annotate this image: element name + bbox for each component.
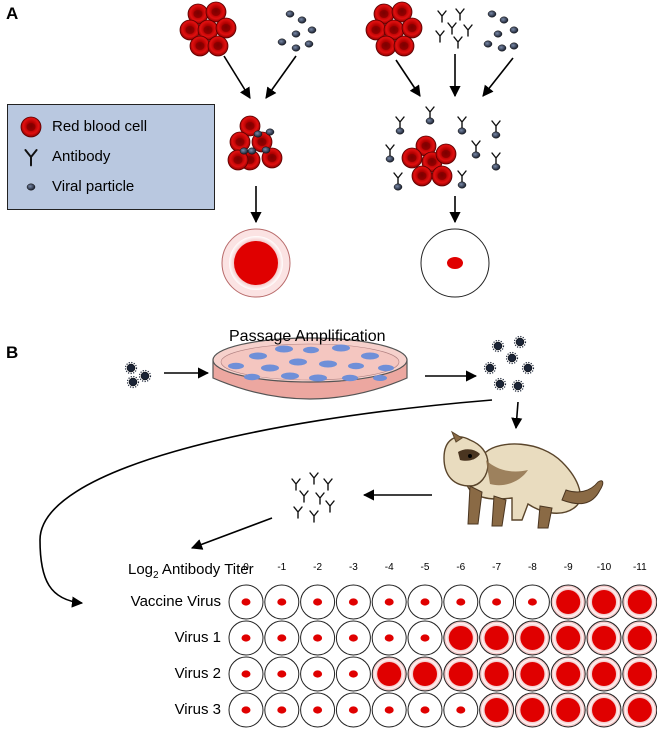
well-button	[300, 656, 336, 692]
well-agglutinated	[622, 656, 657, 692]
passage-amplification-title: Passage Amplification	[229, 328, 386, 345]
well-agglutinated	[479, 692, 515, 728]
well-agglutinated	[550, 584, 586, 620]
well-agglutinated	[586, 620, 622, 656]
well-agglutinated	[514, 656, 550, 692]
well-agglutination-a	[221, 228, 291, 298]
well-button	[228, 620, 264, 656]
virus-amplified	[483, 335, 535, 393]
row-label: Virus 1	[174, 629, 221, 646]
well-button	[300, 584, 336, 620]
virus-seed	[124, 361, 152, 389]
well-agglutinated	[479, 656, 515, 692]
dilution-label: -7	[492, 562, 502, 573]
well-button	[264, 620, 300, 656]
dilution-label: -4	[384, 562, 394, 573]
well-button-a	[420, 228, 490, 298]
well-agglutinated	[514, 620, 550, 656]
dilution-label: -3	[348, 562, 358, 573]
legend-label: Antibody	[52, 148, 111, 165]
legend-label: Red blood cell	[52, 118, 148, 135]
dilution-label: 0	[243, 562, 249, 573]
dilution-label: -11	[632, 562, 647, 573]
hi-assay-plate	[228, 584, 657, 728]
legend-box: Red blood cell Antibody Viral particle	[7, 104, 215, 210]
well-agglutinated	[586, 656, 622, 692]
well-button	[371, 692, 407, 728]
well-agglutinated	[407, 656, 443, 692]
antibody-cluster-top	[435, 8, 473, 49]
virus-cluster-top-left	[277, 10, 317, 52]
virus-cluster-top-right	[483, 10, 519, 52]
well-button	[335, 692, 371, 728]
legend-item-rbc: Red blood cell	[8, 113, 214, 141]
well-agglutinated	[586, 692, 622, 728]
well-agglutinated	[443, 656, 479, 692]
well-button	[443, 584, 479, 620]
well-agglutinated	[550, 620, 586, 656]
well-button	[228, 584, 264, 620]
well-agglutinated	[514, 692, 550, 728]
legend-label: Viral particle	[52, 178, 135, 195]
well-agglutinated	[622, 692, 657, 728]
dilution-label: -6	[456, 562, 466, 573]
well-button	[407, 584, 443, 620]
agglutinated-complex	[227, 115, 283, 171]
dilution-label: -10	[596, 562, 612, 573]
well-button	[264, 584, 300, 620]
well-button	[443, 692, 479, 728]
well-button	[264, 656, 300, 692]
ferret-illustration	[443, 430, 604, 529]
well-agglutinated	[443, 620, 479, 656]
row-label: Virus 3	[174, 701, 221, 718]
legend-item-viral-particle: Viral particle	[8, 173, 214, 201]
well-button	[371, 584, 407, 620]
titer-axis-label: Log2 Antibody Titer	[128, 561, 254, 581]
viral-particle-icon	[26, 183, 36, 191]
well-button	[228, 692, 264, 728]
well-agglutinated	[550, 656, 586, 692]
well-button	[335, 656, 371, 692]
dilution-label: -1	[277, 562, 287, 573]
rbc-cluster-top-right	[365, 1, 423, 57]
well-agglutinated	[622, 620, 657, 656]
well-button	[264, 692, 300, 728]
well-button	[300, 692, 336, 728]
well-button	[514, 584, 550, 620]
dilution-label: -5	[420, 562, 430, 573]
culture-dish	[212, 337, 408, 400]
rbc-cluster-top-left	[179, 1, 237, 57]
well-button	[407, 620, 443, 656]
red-blood-cell-icon	[20, 116, 42, 138]
inhibited-mixture	[385, 106, 501, 191]
well-agglutinated	[371, 656, 407, 692]
titer-label-suffix: Antibody Titer	[158, 561, 254, 578]
well-button	[371, 620, 407, 656]
well-button	[407, 692, 443, 728]
well-button	[335, 620, 371, 656]
antiserum-antibodies	[291, 472, 335, 523]
well-agglutinated	[622, 584, 657, 620]
well-agglutinated	[586, 584, 622, 620]
antibody-icon	[24, 149, 38, 167]
dilution-label: -8	[527, 562, 537, 573]
well-button	[479, 584, 515, 620]
panel-label-a: A	[6, 4, 19, 23]
panel-label-b: B	[6, 343, 19, 362]
titer-label-sub: 2	[153, 570, 159, 581]
well-agglutinated	[479, 620, 515, 656]
well-button	[335, 584, 371, 620]
titer-label-prefix: Log	[128, 561, 154, 578]
well-agglutinated	[550, 692, 586, 728]
row-label: Vaccine Virus	[130, 593, 221, 610]
row-label: Virus 2	[174, 665, 221, 682]
legend-item-antibody: Antibody	[8, 143, 214, 171]
well-button	[228, 656, 264, 692]
dilution-label: -2	[313, 562, 323, 573]
well-button	[300, 620, 336, 656]
dilution-label: -9	[563, 562, 573, 573]
